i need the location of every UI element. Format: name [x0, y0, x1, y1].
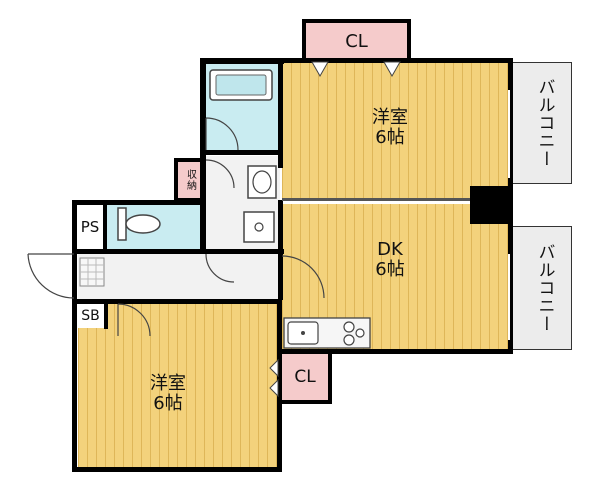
wall [200, 58, 206, 254]
entrance-hall [78, 254, 282, 300]
door-swing-icon [117, 303, 151, 337]
room-size: 6帖 [375, 127, 405, 149]
closet-door-icon [383, 61, 401, 78]
wall [200, 58, 284, 64]
room-name: 洋室 [372, 107, 408, 128]
closet-door-icon [269, 358, 279, 378]
wall [328, 350, 332, 404]
closet-mid-label: CL [294, 367, 316, 387]
wall [508, 58, 513, 354]
wall [174, 158, 178, 202]
door-swing-icon [205, 253, 235, 283]
ps-label: PS [80, 218, 100, 236]
room-size: 6帖 [153, 393, 183, 415]
storage [178, 161, 202, 199]
wall [278, 58, 283, 168]
wall [302, 19, 306, 61]
wall [277, 299, 282, 472]
room-size: 6帖 [375, 259, 405, 281]
dk-room-label: DK 6帖 [350, 239, 430, 281]
wall [72, 200, 204, 205]
balcony-top [512, 62, 572, 184]
toilet-icon [117, 207, 127, 241]
wall [174, 158, 204, 162]
closet-top-label: CL [345, 30, 368, 52]
door-swing-icon [205, 117, 239, 151]
stove-icon [343, 321, 365, 346]
pillar [470, 186, 510, 224]
wall [282, 198, 472, 201]
wall [204, 150, 280, 155]
sb-label: SB [77, 304, 104, 328]
entrance-door-icon [27, 253, 75, 299]
wall [302, 19, 411, 23]
closet-door-icon [311, 61, 329, 78]
western-room-top [282, 62, 508, 198]
balcony-bottom-label: バルコニー [534, 243, 555, 333]
closet-top [305, 22, 408, 60]
western-room-bottom-label: 洋室 6帖 [128, 373, 208, 415]
wall [72, 299, 282, 304]
balcony-bottom [512, 226, 572, 350]
western-room-bottom [78, 304, 278, 468]
wall [407, 19, 411, 61]
wall [72, 467, 282, 472]
door-swing-icon [205, 159, 235, 189]
wall [103, 200, 107, 254]
washing-machine-icon [243, 211, 275, 243]
wall [104, 299, 108, 329]
room-name: DK [377, 239, 403, 260]
wall [72, 254, 77, 472]
storage-label: 収納 [184, 169, 196, 191]
wall [278, 349, 513, 354]
door-swing-icon [281, 255, 325, 299]
wall [280, 400, 332, 404]
wall [72, 200, 77, 254]
room-name: 洋室 [150, 373, 186, 394]
shoe-box-icon [79, 257, 105, 287]
western-room-top-label: 洋室 6帖 [350, 107, 430, 149]
balcony-top-label: バルコニー [534, 78, 555, 168]
closet-door-icon [269, 378, 279, 398]
wall [280, 58, 512, 63]
closet-mid [282, 354, 330, 402]
wall [72, 249, 284, 254]
